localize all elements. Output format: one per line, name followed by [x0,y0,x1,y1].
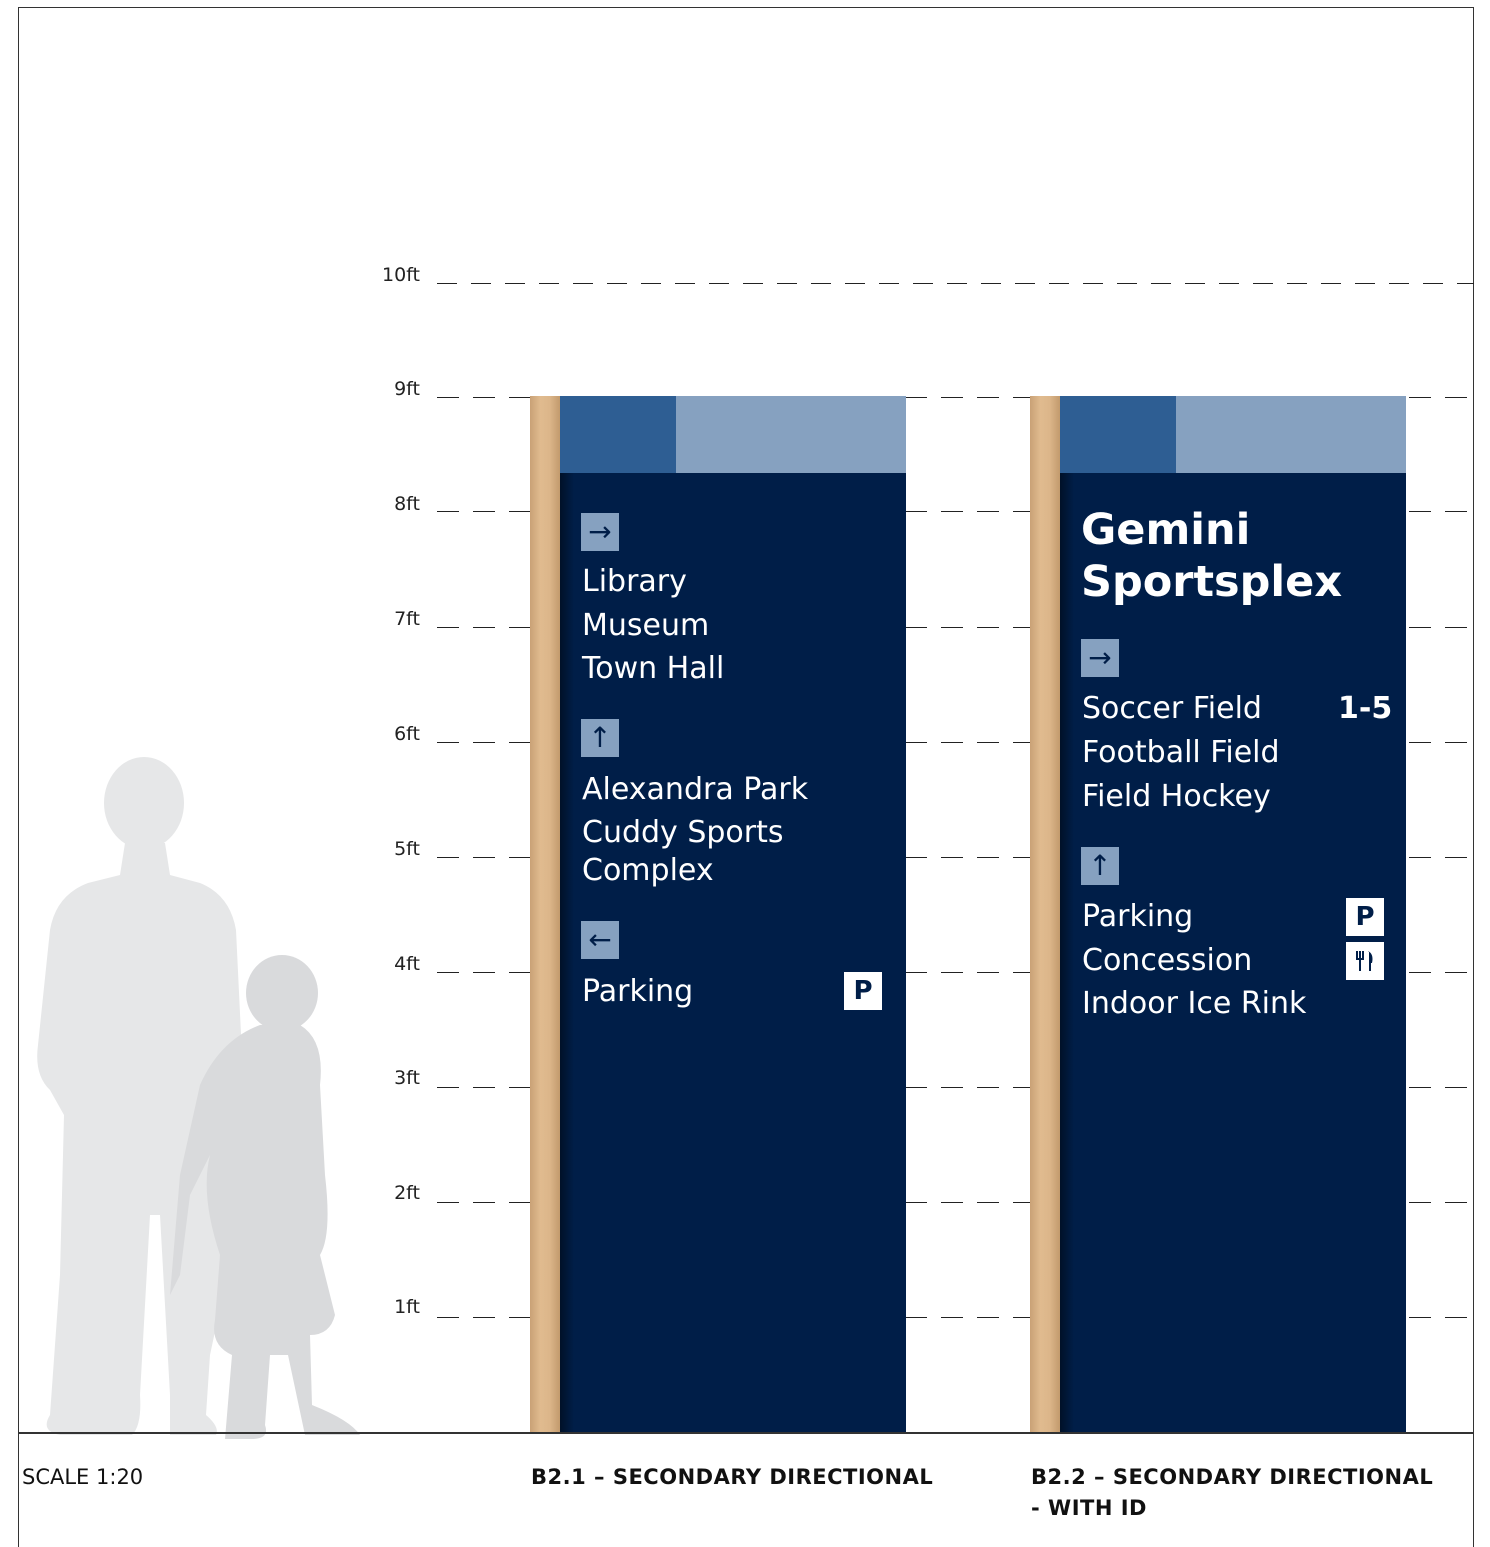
drawing-frame [18,7,1474,1547]
sign-panel: → Library Museum Town Hall ↑ Alexandra P… [560,396,906,1432]
destination-field-hockey: Field Hockey [1082,779,1271,814]
height-line-7ft [437,627,1474,628]
destination-soccer-field: Soccer Field [1082,691,1262,726]
header-band-light [676,396,906,473]
height-line-3ft [437,1087,1474,1088]
height-line-10ft [437,283,1474,284]
header-band-dark [560,396,676,473]
height-label-5ft: 5ft [394,838,420,860]
height-line-5ft [437,857,1474,858]
height-label-9ft: 9ft [394,378,420,400]
height-line-9ft [437,397,1474,398]
height-label-4ft: 4ft [394,953,420,975]
sign-b2-1: → Library Museum Town Hall ↑ Alexandra P… [530,396,906,1432]
destination-town-hall: Town Hall [582,651,725,686]
height-label-8ft: 8ft [394,493,420,515]
destination-football-field: Football Field [1082,735,1280,770]
up-arrow-icon: ↑ [581,719,619,757]
child-silhouette-icon [170,955,360,1439]
caption-b2-2-line2: - WITH ID [1031,1496,1147,1520]
adult-silhouette-icon [37,757,244,1435]
parking-icon: P [844,972,882,1010]
height-line-4ft [437,972,1474,973]
height-label-6ft: 6ft [394,723,420,745]
people-silhouettes [37,757,360,1439]
destination-cuddy-sports: Cuddy Sports [582,815,784,850]
right-arrow-icon: → [581,513,619,551]
destination-parking: Parking [582,974,694,1009]
right-arrow-icon: → [1081,639,1119,677]
parking-icon: P [1346,898,1384,936]
destination-museum: Museum [582,608,710,643]
height-label-7ft: 7ft [394,608,420,630]
height-line-8ft [437,511,1474,512]
left-arrow-icon: ← [581,921,619,959]
destination-alexandra-park: Alexandra Park [582,772,809,807]
destination-indoor-ice-rink: Indoor Ice Rink [1082,986,1307,1021]
sign-panel: Gemini Sportsplex → Soccer Field 1-5 Foo… [1060,396,1406,1432]
height-label-10ft: 10ft [382,264,420,286]
field-numbers: 1-5 [1338,691,1393,726]
scale-label: SCALE 1:20 [22,1465,144,1489]
destination-library: Library [582,564,687,599]
height-line-1ft [437,1317,1474,1318]
destination-concession: Concession [1082,943,1253,978]
sign-title-line1: Gemini [1081,505,1251,555]
up-arrow-icon: ↑ [1081,847,1119,885]
sign-b2-2: Gemini Sportsplex → Soccer Field 1-5 Foo… [1030,396,1406,1432]
sign-title-line2: Sportsplex [1081,557,1343,607]
height-line-2ft [437,1202,1474,1203]
ground-line [18,1432,1474,1434]
destination-parking: Parking [1082,899,1194,934]
wood-post [1030,396,1060,1432]
caption-b2-2-line1: B2.2 – SECONDARY DIRECTIONAL [1031,1465,1434,1489]
wood-post [530,396,560,1432]
height-label-2ft: 2ft [394,1182,420,1204]
height-line-6ft [437,742,1474,743]
height-label-1ft: 1ft [394,1296,420,1318]
header-band-light [1176,396,1406,473]
post-shadow [1060,473,1074,1432]
destination-complex: Complex [582,853,714,888]
fork-knife-icon [1346,942,1384,980]
header-band-dark [1060,396,1176,473]
height-label-3ft: 3ft [394,1067,420,1089]
caption-b2-1: B2.1 – SECONDARY DIRECTIONAL [531,1465,934,1489]
post-shadow [560,473,574,1432]
